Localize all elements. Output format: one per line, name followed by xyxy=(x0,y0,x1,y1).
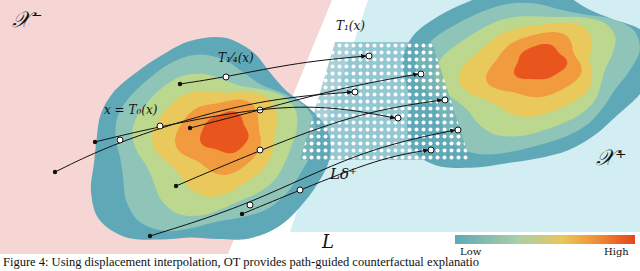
density-contour xyxy=(451,14,605,130)
transport-path xyxy=(242,150,428,214)
transport-path xyxy=(150,130,455,236)
interpolated-point xyxy=(157,123,163,129)
colorbar xyxy=(455,235,635,244)
mapped-point xyxy=(428,147,434,153)
transport-path xyxy=(176,100,442,186)
interpolated-point xyxy=(297,187,303,193)
start-point xyxy=(174,184,178,188)
interpolated-point xyxy=(117,137,123,143)
transport-path xyxy=(180,56,366,84)
density-contour xyxy=(197,109,251,157)
mapped-point xyxy=(442,97,448,103)
density-contour xyxy=(479,27,586,108)
start-point xyxy=(148,234,152,238)
interpolated-point xyxy=(257,147,263,153)
figure-caption: Figure 4: Using displacement interpolati… xyxy=(3,256,479,270)
density-contour xyxy=(106,40,328,238)
region-label: 𝒳⁻ xyxy=(12,8,43,32)
density-contour xyxy=(146,80,287,204)
region-label: L xyxy=(322,232,334,252)
point-label: T₁(x) xyxy=(336,20,365,33)
transport-path xyxy=(190,74,418,128)
mapped-point xyxy=(455,127,461,133)
mapped-point xyxy=(395,115,401,121)
start-point xyxy=(178,82,182,86)
point-label: x = T₀(x) xyxy=(104,104,157,117)
mapped-point xyxy=(418,71,424,77)
mapped-point xyxy=(352,89,358,95)
start-point xyxy=(188,126,192,130)
density-contour xyxy=(509,40,570,85)
start-point xyxy=(240,212,244,216)
colorbar-label: High xyxy=(604,246,629,257)
interpolated-point xyxy=(223,74,229,80)
mapped-point xyxy=(366,53,372,59)
point-label: T₁⁄₄(x) xyxy=(218,52,254,65)
start-point xyxy=(93,140,97,144)
interpolated-point xyxy=(247,202,253,208)
region-label: 𝒳⁺ xyxy=(596,146,627,170)
region-label: Lδ⁺ xyxy=(330,166,357,183)
density-contour xyxy=(72,23,342,260)
start-point xyxy=(53,170,57,174)
density-contour xyxy=(426,0,632,151)
